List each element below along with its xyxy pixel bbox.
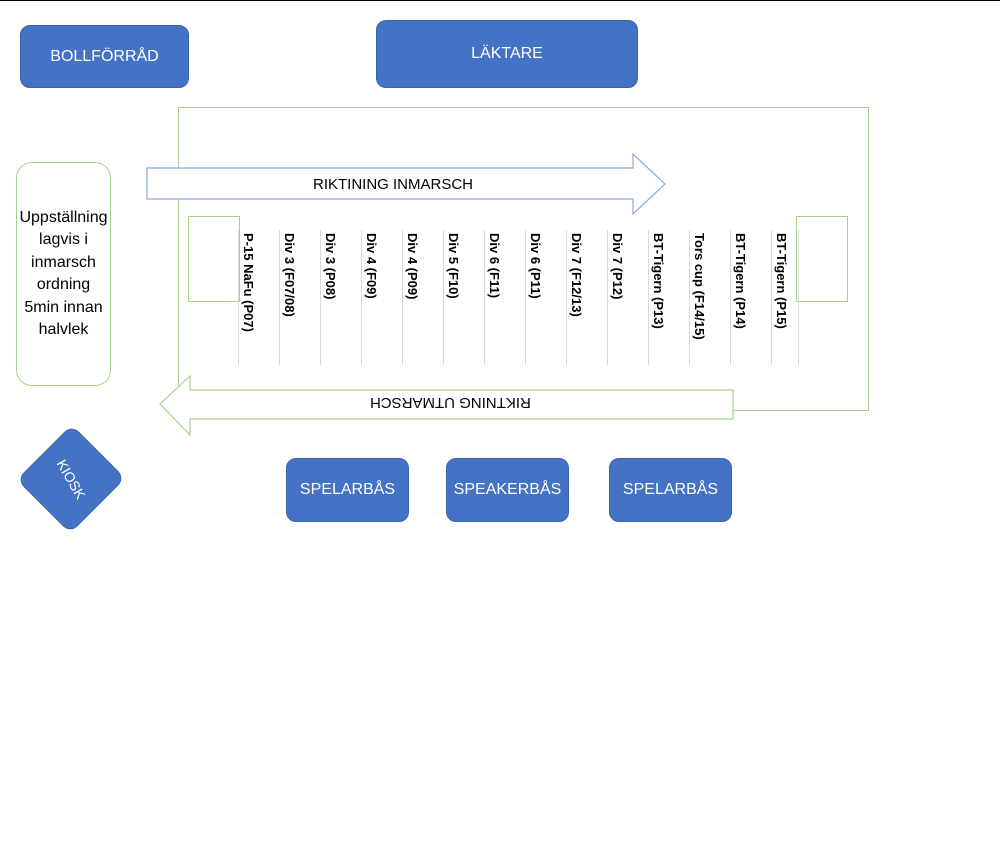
arrow-in-label: RIKTINING INMARSCH <box>313 176 474 193</box>
lineup-slot-label: Tors cup (F14/15) <box>692 233 707 340</box>
lineup-slot-label: Div 6 (P11) <box>528 233 543 299</box>
lineup-slot-label: BT-Tigern (P14) <box>733 233 748 329</box>
lineup-note-text: Uppställning lagvis i inmarsch ordning 5… <box>19 208 108 339</box>
lineup-slot: Tors cup (F14/15) <box>689 230 730 365</box>
arrow-out-label: RIKTNING UTMARSCH <box>370 394 531 411</box>
lineup-slot-label: Div 7 (P12) <box>610 233 625 300</box>
lineup-slot: Div 4 (F09) <box>361 230 402 365</box>
lineup-slot: Div 7 (P12) <box>607 230 648 365</box>
lineup-slot-label: Div 4 (F09) <box>364 233 379 299</box>
top-border-line <box>0 0 1000 1</box>
lineup-slot-label: Div 3 (P08) <box>323 233 338 300</box>
kiosk-label: KIOSK <box>53 456 89 502</box>
spelarbas-right-box: SPELARBÅS <box>609 458 732 522</box>
lineup-slot-label: Div 3 (F07/08) <box>282 233 297 317</box>
laktare-label: LÄKTARE <box>471 45 543 62</box>
lineup-note: Uppställning lagvis i inmarsch ordning 5… <box>16 162 111 386</box>
lineup-slot-label: Div 5 (F10) <box>446 233 461 299</box>
speakerbas-label: SPEAKERBÅS <box>453 481 562 498</box>
lineup-slot: P-15 NaFu (P07) <box>238 230 279 365</box>
bollforrad-box: BOLLFÖRRÅD <box>20 25 189 88</box>
lineup-slot: Div 3 (F07/08) <box>279 230 320 365</box>
spelarbas-right-label: SPELARBÅS <box>622 481 719 498</box>
lineup-row: P-15 NaFu (P07) Div 3 (F07/08) Div 3 (P0… <box>238 230 799 365</box>
lineup-slot: Div 3 (P08) <box>320 230 361 365</box>
lineup-slot: Div 5 (F10) <box>443 230 484 365</box>
lineup-slot: BT-Tigern (P13) <box>648 230 689 365</box>
lineup-slot: BT-Tigern (P15) <box>771 230 799 365</box>
lineup-slot: Div 7 (F12/13) <box>566 230 607 365</box>
spelarbas-left-box: SPELARBÅS <box>286 458 409 522</box>
lineup-slot: Div 6 (P11) <box>525 230 566 365</box>
laktare-box: LÄKTARE <box>376 20 638 88</box>
right-bracket <box>796 216 848 302</box>
spelarbas-left-label: SPELARBÅS <box>299 481 396 498</box>
lineup-slot-label: Div 6 (F11) <box>487 233 502 299</box>
bollforrad-label: BOLLFÖRRÅD <box>50 47 159 65</box>
lineup-slot-label: BT-Tigern (P13) <box>651 233 666 329</box>
lineup-slot-label: Div 7 (F12/13) <box>569 233 584 317</box>
speakerbas-box: SPEAKERBÅS <box>446 458 569 522</box>
arrow-in <box>146 152 666 216</box>
lineup-slot-label: P-15 NaFu (P07) <box>241 233 256 332</box>
lineup-slot: BT-Tigern (P14) <box>730 230 771 365</box>
lineup-slot: Div 4 (P09) <box>402 230 443 365</box>
left-bracket <box>188 216 240 302</box>
lineup-slot: Div 6 (F11) <box>484 230 525 365</box>
arrow-out <box>159 374 734 437</box>
lineup-slot-label: Div 4 (P09) <box>405 233 420 300</box>
lineup-slot-label: BT-Tigern (P15) <box>774 233 789 329</box>
